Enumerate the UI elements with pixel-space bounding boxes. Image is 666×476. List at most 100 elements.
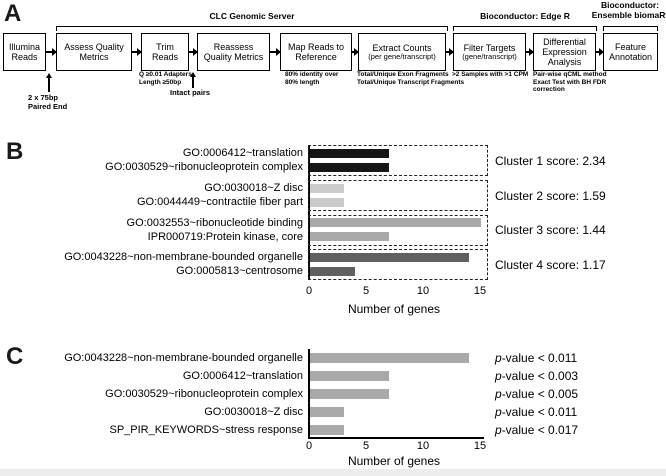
- workflow-annotation-line: 80% length: [285, 78, 320, 86]
- workflow-annotation-line: Total/Unique Exon Fragments: [357, 71, 449, 78]
- x-tick-label: 0: [305, 440, 313, 452]
- step-label-line: Expression: [542, 47, 587, 57]
- category-label: SP_PIR_KEYWORDS~stress response: [109, 424, 304, 436]
- step-label-line: Illumina: [8, 42, 40, 52]
- step-label-line: Differential: [543, 37, 586, 47]
- figure-bottom-strip: [0, 469, 666, 476]
- step-label-line: Assess Quality: [64, 42, 124, 52]
- pvalue-prefix: p: [495, 423, 502, 437]
- cluster-score-label: Cluster 4 score: 1.17: [495, 257, 606, 272]
- panel-a-letter: A: [4, 0, 22, 27]
- flow-arrow-head: [52, 48, 57, 56]
- flow-arrow-stem: [188, 51, 193, 53]
- c-x-axis: [308, 437, 484, 439]
- workflow-annotation-line: Exact Test with BH FDR: [533, 78, 607, 86]
- workflow-annotation-line: Q ≥0.01 Adapters: [139, 71, 192, 78]
- bar: [309, 218, 481, 227]
- pvalue-prefix: p: [495, 369, 502, 383]
- workflow-annotation-line: Total/Unique Transcript Fragments: [357, 78, 465, 86]
- flow-arrow-stem: [595, 51, 599, 53]
- up-arrow-icon: [190, 72, 197, 88]
- bar: [309, 183, 344, 193]
- step-label-line: Analysis: [547, 57, 582, 67]
- step-filter-targets: Filter Targets(gene/transcript): [453, 33, 526, 71]
- bar: [309, 371, 390, 381]
- x-axis-title: Number of genes: [347, 454, 441, 468]
- workflow-annotation-line: 2 x 75bp: [28, 93, 59, 102]
- category-label: GO:0006412~translation: [182, 370, 303, 382]
- step-label-line: Quality Metrics: [203, 52, 264, 62]
- x-tick-label: 0: [305, 285, 313, 297]
- step-label-line: Trim: [156, 42, 174, 52]
- pvalue-label: p-value < 0.011: [495, 405, 577, 419]
- category-label: GO:0044449~contractile fiber part: [136, 196, 303, 208]
- category-label: GO:0032553~ribonucleotide binding: [126, 216, 303, 229]
- step-label-line: Reassess: [213, 42, 254, 52]
- step-extract-counts: Extract Counts(per gene/transcript): [358, 33, 446, 71]
- flow-arrow-stem: [269, 51, 276, 53]
- workflow-annotation-line: >2 Samples with >1 CPM: [452, 71, 529, 78]
- up-arrow-head: [190, 72, 196, 77]
- server-bracket-title: CLC Genomic Server: [167, 11, 337, 22]
- step-label-line: Metrics: [79, 52, 109, 62]
- step-label-line: Extract Counts: [372, 42, 432, 53]
- workflow-annotation-line: Paired End: [28, 102, 68, 111]
- flow-arrow-stem: [131, 51, 137, 53]
- x-tick-label: 15: [473, 440, 487, 452]
- flow-arrow-icon: [525, 47, 534, 57]
- workflow-annotation-line: Pair-wise qCML method: [533, 71, 607, 78]
- bar: [309, 407, 344, 417]
- pvalue-prefix: p: [495, 387, 502, 401]
- workflow-annotation-line: correction: [533, 86, 565, 94]
- category-label: GO:0030018~Z disc: [204, 406, 303, 418]
- step-sublabel: (gene/transcript): [462, 51, 517, 61]
- category-label: GO:0043228~non-membrane-bounded organell…: [64, 251, 303, 263]
- bar: [309, 252, 470, 262]
- flow-arrow-stem: [45, 51, 52, 53]
- workflow-annotation: >2 Samples with >1 CPM: [452, 71, 528, 79]
- bar: [309, 232, 390, 241]
- step-label-line: Map Reads to: [287, 42, 345, 52]
- cluster-score-label: Cluster 1 score: 2.34: [495, 153, 606, 168]
- server-bracket: [56, 26, 448, 31]
- flow-arrow-icon: [188, 47, 198, 57]
- pvalue-prefix: p: [495, 351, 502, 365]
- cluster-score-label: Cluster 2 score: 1.59: [495, 188, 606, 203]
- workflow-annotation: Intact pairs: [170, 88, 210, 97]
- flow-arrow-stem: [525, 51, 529, 53]
- up-arrow-head: [46, 73, 52, 78]
- bar: [309, 266, 356, 276]
- flow-arrow-head: [449, 48, 454, 56]
- pvalue-text: -value < 0.017: [501, 423, 579, 437]
- flow-arrow-icon: [445, 47, 454, 57]
- flow-arrow-head: [599, 48, 604, 56]
- workflow-annotation-line: 80% identity over: [285, 71, 339, 78]
- flow-arrow-stem: [351, 51, 354, 53]
- up-arrow-stem: [192, 77, 194, 88]
- flow-arrow-head: [193, 48, 198, 56]
- category-label: GO:0043228~non-membrane-bounded organell…: [64, 352, 303, 364]
- cluster-box: [308, 145, 488, 176]
- step-label-line: Feature: [614, 42, 647, 52]
- pvalue-label: p-value < 0.003: [495, 369, 578, 383]
- cluster-box: [308, 214, 488, 246]
- flow-arrow-stem: [445, 51, 449, 53]
- panel-b-letter: B: [6, 138, 24, 165]
- bar: [309, 353, 470, 363]
- flow-arrow-icon: [131, 47, 142, 57]
- x-tick-label: 5: [362, 440, 370, 452]
- server-bracket-title-line: Bioconductor:: [600, 0, 660, 10]
- cluster-box: [308, 249, 488, 280]
- pvalue-text: -value < 0.003: [501, 369, 579, 383]
- pvalue-label: p-value < 0.011: [495, 351, 577, 365]
- server-bracket-title: Bioconductor: Edge R: [440, 11, 610, 22]
- pvalue-label: p-value < 0.017: [495, 423, 578, 437]
